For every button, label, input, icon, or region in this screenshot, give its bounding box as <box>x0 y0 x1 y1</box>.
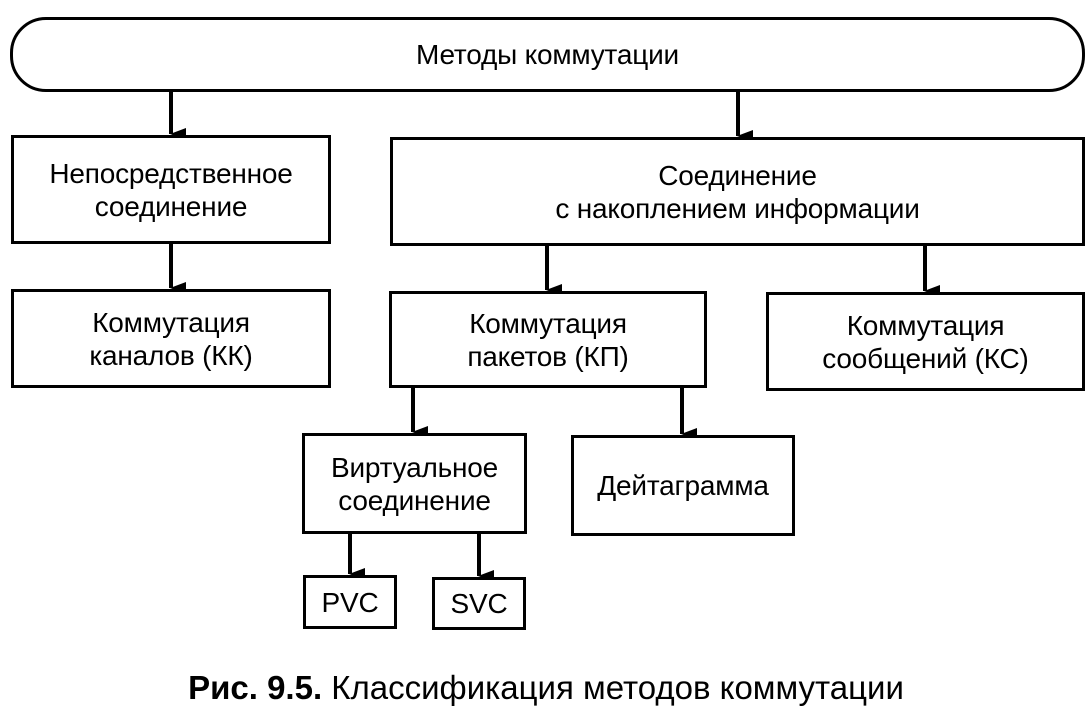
store-and-forward-node: Соединение с накоплением информации <box>390 137 1085 246</box>
figure-title: Классификация методов коммутации <box>331 669 904 706</box>
svc-node: SVC <box>432 577 526 630</box>
direct-connection-node: Непосредственное соединение <box>11 135 331 244</box>
svc-label: SVC <box>450 588 508 619</box>
root-label: Методы коммутации <box>416 39 679 70</box>
message-switching-node: Коммутация сообщений (КС) <box>766 292 1085 391</box>
datagram-label: Дейтаграмма <box>597 470 769 501</box>
virtual-circuit-node: Виртуальное соединение <box>302 433 527 534</box>
store-and-forward-line1: Соединение <box>658 159 817 191</box>
direct-connection-line1: Непосредственное <box>49 157 293 189</box>
direct-connection-line2: соединение <box>94 190 248 222</box>
figure-caption: Рис. 9.5. Классификация методов коммутац… <box>0 668 1092 708</box>
packet-switching-node: Коммутация пакетов (КП) <box>389 291 707 388</box>
virtual-circuit-line1: Виртуальное <box>330 451 498 483</box>
circuit-switching-line2: каналов (КК) <box>89 339 253 371</box>
datagram-node: Дейтаграмма <box>571 435 795 536</box>
packet-switching-line1: Коммутация <box>469 307 627 339</box>
pvc-label: PVC <box>321 586 379 618</box>
pvc-node: PVC <box>303 575 397 629</box>
message-switching-line1: Коммутация <box>846 309 1005 341</box>
message-switching-line2: сообщений (КС) <box>822 342 1029 374</box>
packet-switching-line2: пакетов (КП) <box>467 340 629 372</box>
circuit-switching-node: Коммутация каналов (КК) <box>11 289 331 388</box>
root-node: Методы коммутации <box>10 17 1085 92</box>
circuit-switching-line1: Коммутация <box>92 306 250 338</box>
store-and-forward-line2: с накоплением информации <box>555 192 920 224</box>
virtual-circuit-line2: соединение <box>338 484 491 516</box>
figure-number: Рис. 9.5. <box>188 669 323 706</box>
